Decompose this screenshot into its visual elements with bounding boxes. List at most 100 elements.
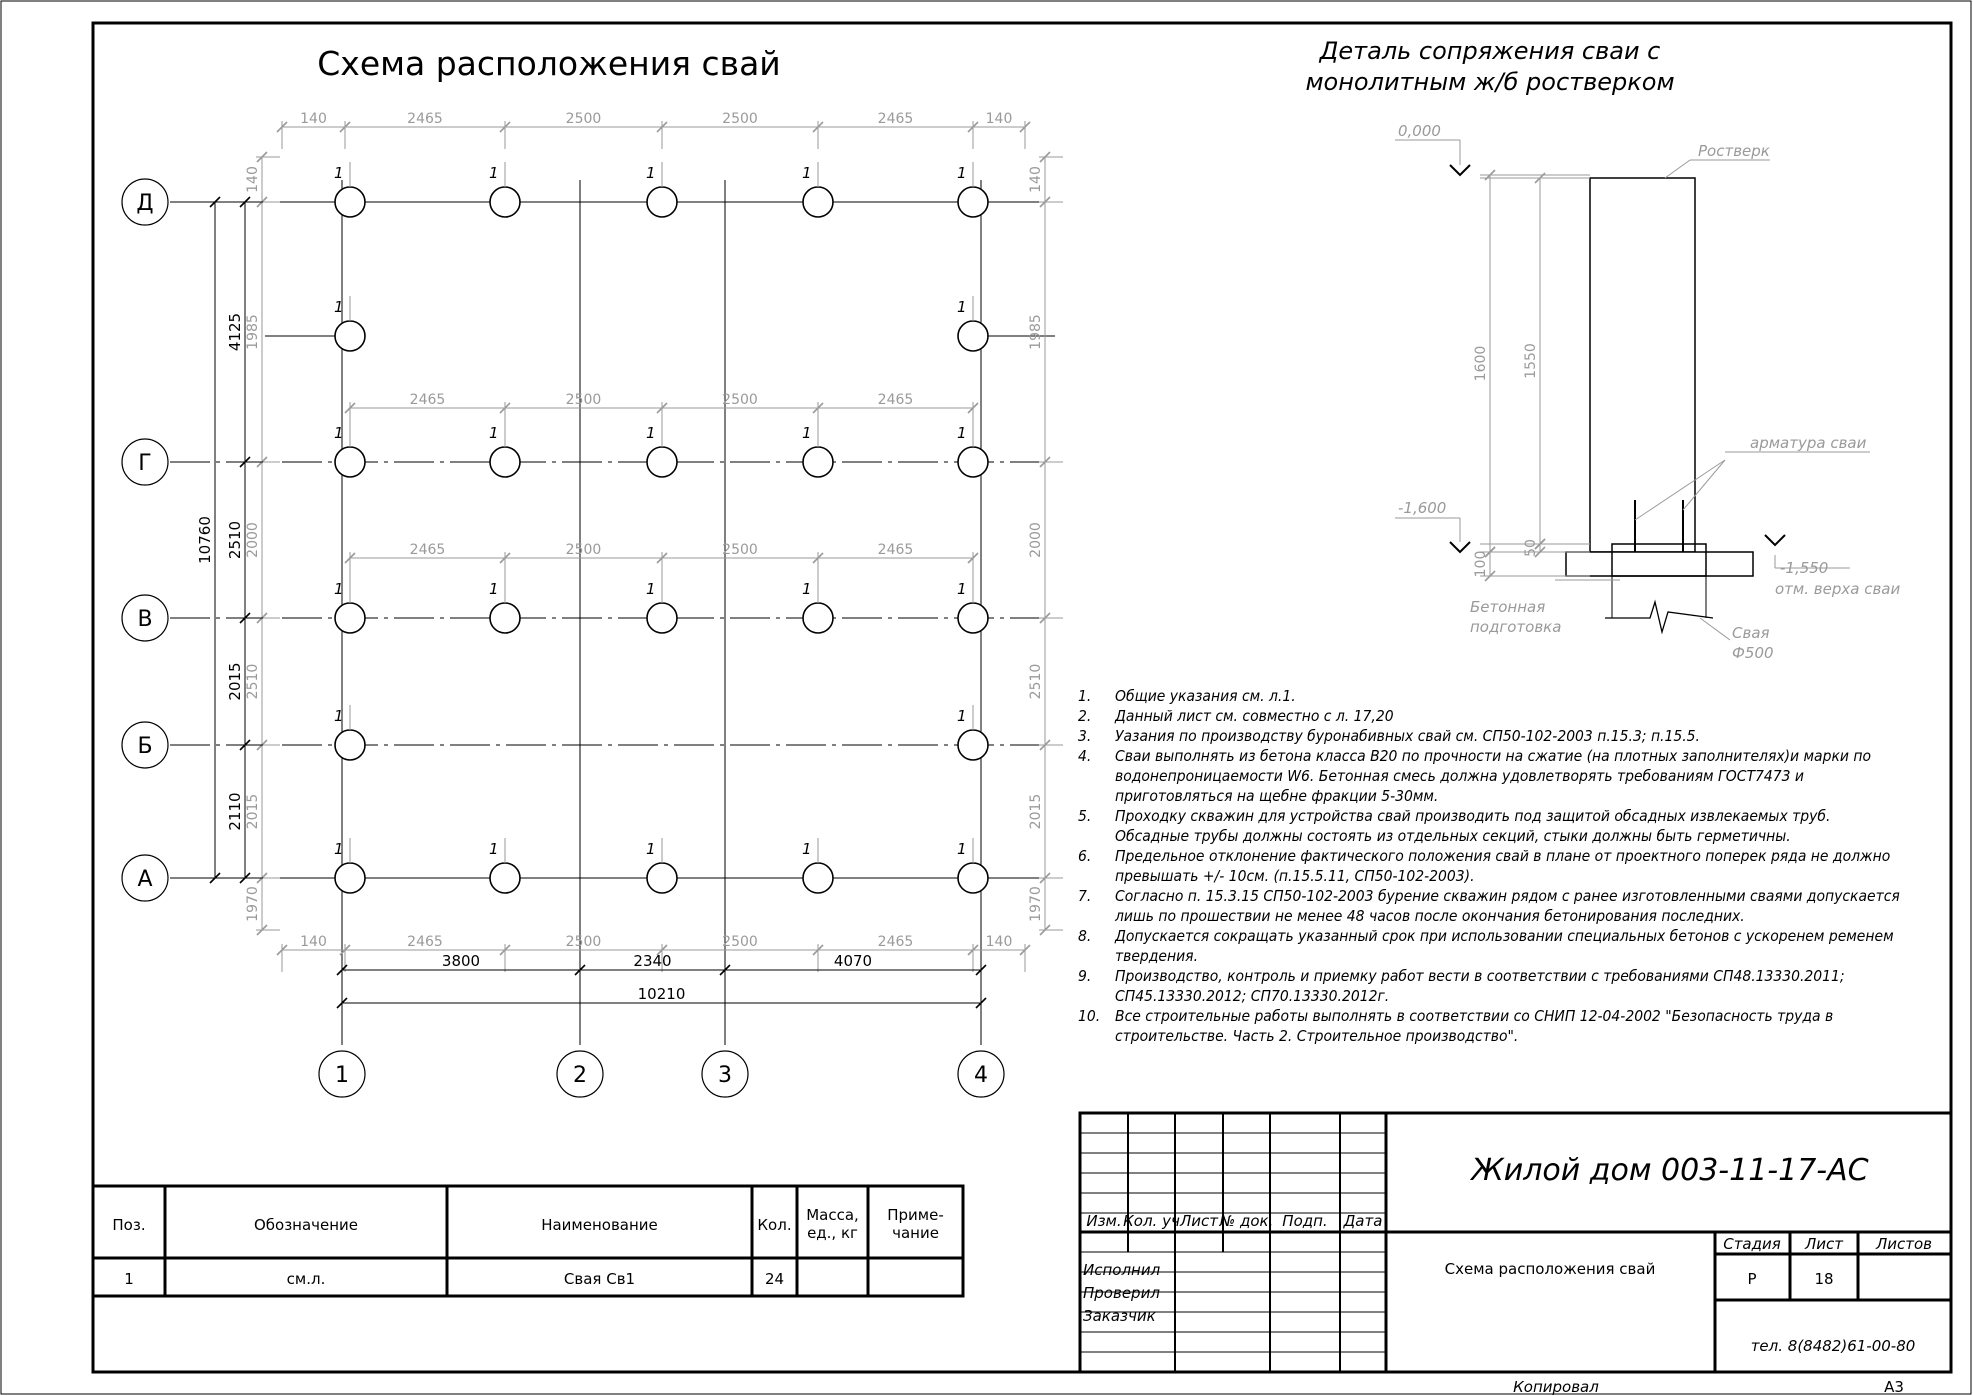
- right-dim-value: 140: [1028, 166, 1044, 193]
- inner-dim-value: 2465: [878, 542, 914, 558]
- note-text: Допускается сокращать указанный срок при…: [1115, 927, 1894, 965]
- pile-mark: 1: [957, 298, 967, 316]
- pile-mark: 1: [957, 580, 967, 598]
- pile-mark: 1: [334, 164, 344, 182]
- pile: [802, 862, 834, 894]
- note-number: 5.: [1078, 807, 1092, 825]
- spec-header: чание: [892, 1224, 939, 1242]
- right-dim-value: 1970: [1028, 886, 1044, 922]
- left-axis-dim-value: 2510: [226, 521, 244, 559]
- note-number: 8.: [1078, 927, 1092, 945]
- tb-phone: тел. 8(8482)61-00-80: [1751, 1337, 1916, 1355]
- spec-header: Приме-: [887, 1206, 944, 1224]
- tb-role: Исполнил: [1083, 1261, 1161, 1279]
- pile-mark: 1: [957, 424, 967, 442]
- tb-col-head: Кол. уч: [1123, 1212, 1180, 1230]
- tb-col-head: Подп.: [1282, 1212, 1327, 1230]
- inner-dim-value: 2465: [410, 542, 446, 558]
- top-dim-value: 2500: [566, 111, 602, 127]
- pile: [334, 862, 366, 894]
- inner-dim-value: 2500: [566, 392, 602, 408]
- top-dim-value: 140: [300, 111, 327, 127]
- detail-dim-value: 1600: [1473, 346, 1489, 382]
- level-bottom: -1,600: [1398, 499, 1446, 517]
- pile-mark: 1: [334, 840, 344, 858]
- spec-header: Кол.: [757, 1216, 791, 1234]
- right-dim-value: 2510: [1028, 664, 1044, 700]
- col-axis-bubble: [556, 1050, 604, 1098]
- pile: [957, 729, 989, 761]
- pile-head: [1611, 543, 1707, 577]
- tb-stage: Р: [1747, 1270, 1756, 1288]
- row-axis-label: Б: [137, 734, 152, 759]
- right-dim-value: 1985: [1028, 314, 1044, 350]
- col-axis-bubble: [701, 1050, 749, 1098]
- bottom-dim-value: 2500: [722, 934, 758, 950]
- level-pile-label: отм. верха сваи: [1775, 580, 1900, 598]
- top-dim-value: 140: [986, 111, 1013, 127]
- col-axis-label: 2: [573, 1063, 587, 1088]
- note-text: Предельное отклонение фактического полож…: [1115, 847, 1891, 885]
- left-gray-dim-value: 2015: [245, 794, 261, 830]
- left-gray-dim-value: 140: [245, 166, 261, 193]
- pile-mark: 1: [957, 707, 967, 725]
- right-dim-value: 2000: [1028, 522, 1044, 558]
- pile: [334, 602, 366, 634]
- detail-title-line2: монолитным ж/б ростверком: [1305, 68, 1674, 96]
- bottom-dim-value: 2500: [566, 934, 602, 950]
- note-text: Общие указания см. л.1.: [1115, 687, 1296, 705]
- right-dim-value: 140: [1027, 0, 1054, 4]
- pile-mark: 1: [802, 840, 812, 858]
- tb-sheet-title: Схема расположения свай: [1445, 1260, 1656, 1278]
- pile-mark: 1: [957, 164, 967, 182]
- pile: [489, 862, 521, 894]
- left-axis-dim-value: 2110: [226, 792, 244, 830]
- pile: [957, 186, 989, 218]
- inner-frame: [91, 21, 1953, 1374]
- pile-mark: 1: [334, 424, 344, 442]
- spec-cell: см.л.: [287, 1270, 326, 1288]
- spec-header: Обозначение: [254, 1216, 358, 1234]
- pile-label-2: Ф500: [1732, 644, 1774, 662]
- col-axis-label: 4: [974, 1063, 988, 1088]
- pile-mark: 1: [646, 164, 656, 182]
- bottom-axis-dim-value: 4070: [834, 952, 872, 970]
- bottom-total-dim-value: 10210: [638, 985, 686, 1003]
- col-axis-label: 3: [718, 1063, 732, 1088]
- tb-project: Жилой дом 003-11-17-АС: [1469, 1153, 1868, 1188]
- row-axis-bubble: [121, 854, 169, 902]
- note-number: 6.: [1078, 847, 1092, 865]
- spec-header: Наименование: [541, 1216, 658, 1234]
- spec-header: ед., кг: [807, 1224, 858, 1242]
- tb-border: [1078, 1111, 1953, 1374]
- rebar-label: арматура сваи: [1750, 434, 1867, 452]
- note-item: 6. Предельное отклонение фактического пол…: [1078, 846, 1908, 886]
- inner-dim-value: 2500: [722, 392, 758, 408]
- note-text: Согласно п. 15.3.15 СП50-102-2003 бурени…: [1115, 887, 1900, 925]
- pile-mark: 1: [489, 164, 499, 182]
- note-item: 9.Производство, контроль и приемку работ…: [1078, 966, 1908, 1006]
- note-number: 10.: [1078, 1007, 1101, 1025]
- left-axis-dim-value: 4125: [226, 313, 244, 351]
- note-text: Проходку скважин для устройства свай про…: [1115, 807, 1831, 845]
- pile: [334, 186, 366, 218]
- pile: [957, 446, 989, 478]
- pile: [646, 862, 678, 894]
- pile: [334, 446, 366, 478]
- spec-header: Поз.: [112, 1216, 145, 1234]
- inner-dim-value: 2465: [878, 392, 914, 408]
- level-mark: [1449, 541, 1471, 554]
- note-item: 7.Согласно п. 15.3.15 СП50-102-2003 буре…: [1078, 886, 1908, 926]
- row-axis-label: Д: [136, 191, 153, 216]
- rebar-leader: [1634, 459, 1726, 521]
- tb-col-head: № док.: [1219, 1212, 1274, 1230]
- pile-label-1: Свая: [1732, 624, 1770, 642]
- pile: [957, 602, 989, 634]
- col-axis-bubble: [318, 1050, 366, 1098]
- pile-mark: 1: [334, 707, 344, 725]
- top-dim-value: 2465: [878, 111, 914, 127]
- tb-role: Заказчик: [1083, 1307, 1156, 1325]
